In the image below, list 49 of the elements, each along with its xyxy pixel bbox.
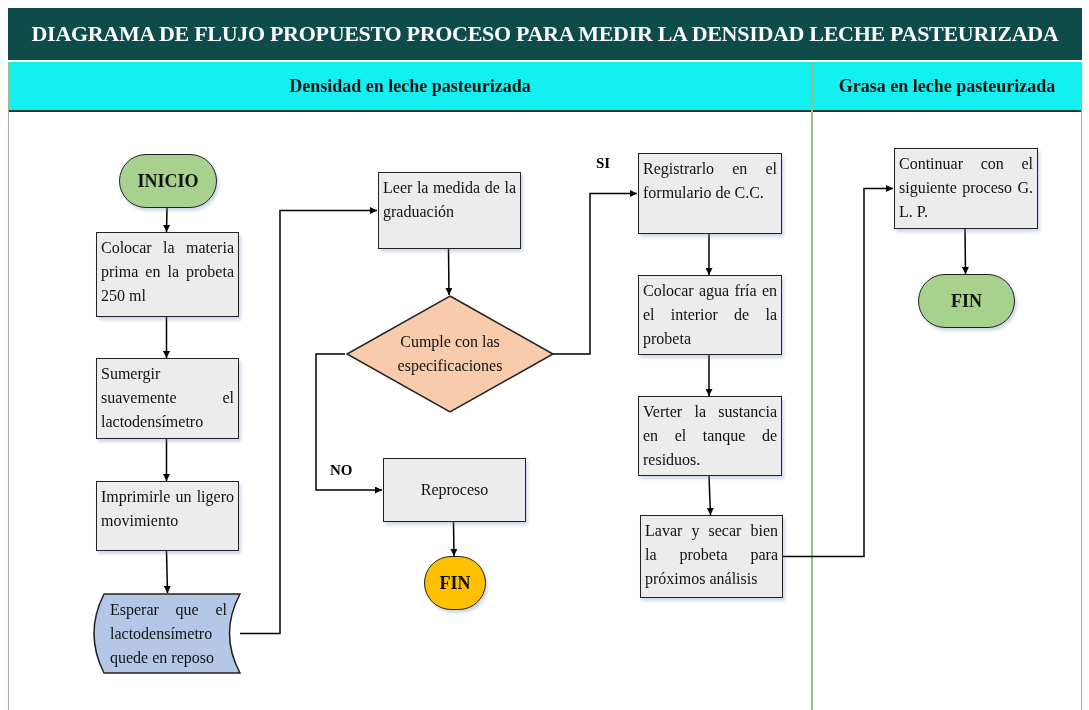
process-box [638,153,782,234]
node-text: Colocar la materia prima en la probeta 250 ml [101,238,234,306]
node-text: Esperar que el lactodensímetro quede en reposo [109,599,228,669]
terminal-pill [119,154,217,208]
arrow [163,207,171,233]
terminal-pill [918,274,1015,328]
arrow [239,207,378,635]
node-text: FIN [951,289,982,313]
node-text: Imprimirle un ligero movimiento [101,487,234,531]
node-text: INICIO [137,169,199,193]
document-shape [96,593,241,674]
process-box [638,275,782,355]
node-text: Colocar agua fría en el interior de la probeta [643,281,777,350]
process-box [96,232,239,317]
arrow [705,233,713,276]
swimlane [812,62,1082,710]
node-text: Registrarlo en el formulario de C.C. [643,159,777,203]
swimlane [8,62,812,710]
decision-diamond [346,295,554,413]
arrow [163,550,171,594]
arrow [705,354,713,397]
node-text: Continuar con el siguiente proceso G. L. P. [899,154,1033,222]
arrow [706,475,714,516]
arrow [961,228,969,275]
node-text: Reproceso [420,480,489,501]
node-text: Lavar y secar bien la probeta para próximos análisis [645,521,778,590]
node-text: FIN [439,571,471,595]
process-box [383,458,526,522]
process-box [96,481,239,551]
process-box [894,148,1038,229]
process-box [640,515,783,598]
arrow [552,190,638,355]
arrow [445,248,453,296]
node-text: Verter la sustancia en el tanque de residuos. [643,402,777,470]
arrow [163,316,170,359]
node-text: Leer la medida de la graduación [383,178,516,223]
lane-header: Grasa en leche pasteurizada [813,62,1081,112]
process-box [638,396,782,476]
node-text: Cumple con las especificaciones [396,332,504,377]
diagram-title: DIAGRAMA DE FLUJO PROPUESTO PROCESO PARA MEDIR LA DENSIDAD LECHE PASTEURIZADA [8,8,1082,60]
arrow [450,521,458,557]
terminal-pill [424,556,486,610]
process-box [378,172,521,249]
arrow [315,353,383,494]
arrow [781,185,894,558]
node-text: Sumergir suavemente el lactodensímetro [101,364,234,432]
arrow [163,438,170,482]
lane-header: Densidad en leche pasteurizada [9,62,811,112]
process-box [96,358,239,439]
